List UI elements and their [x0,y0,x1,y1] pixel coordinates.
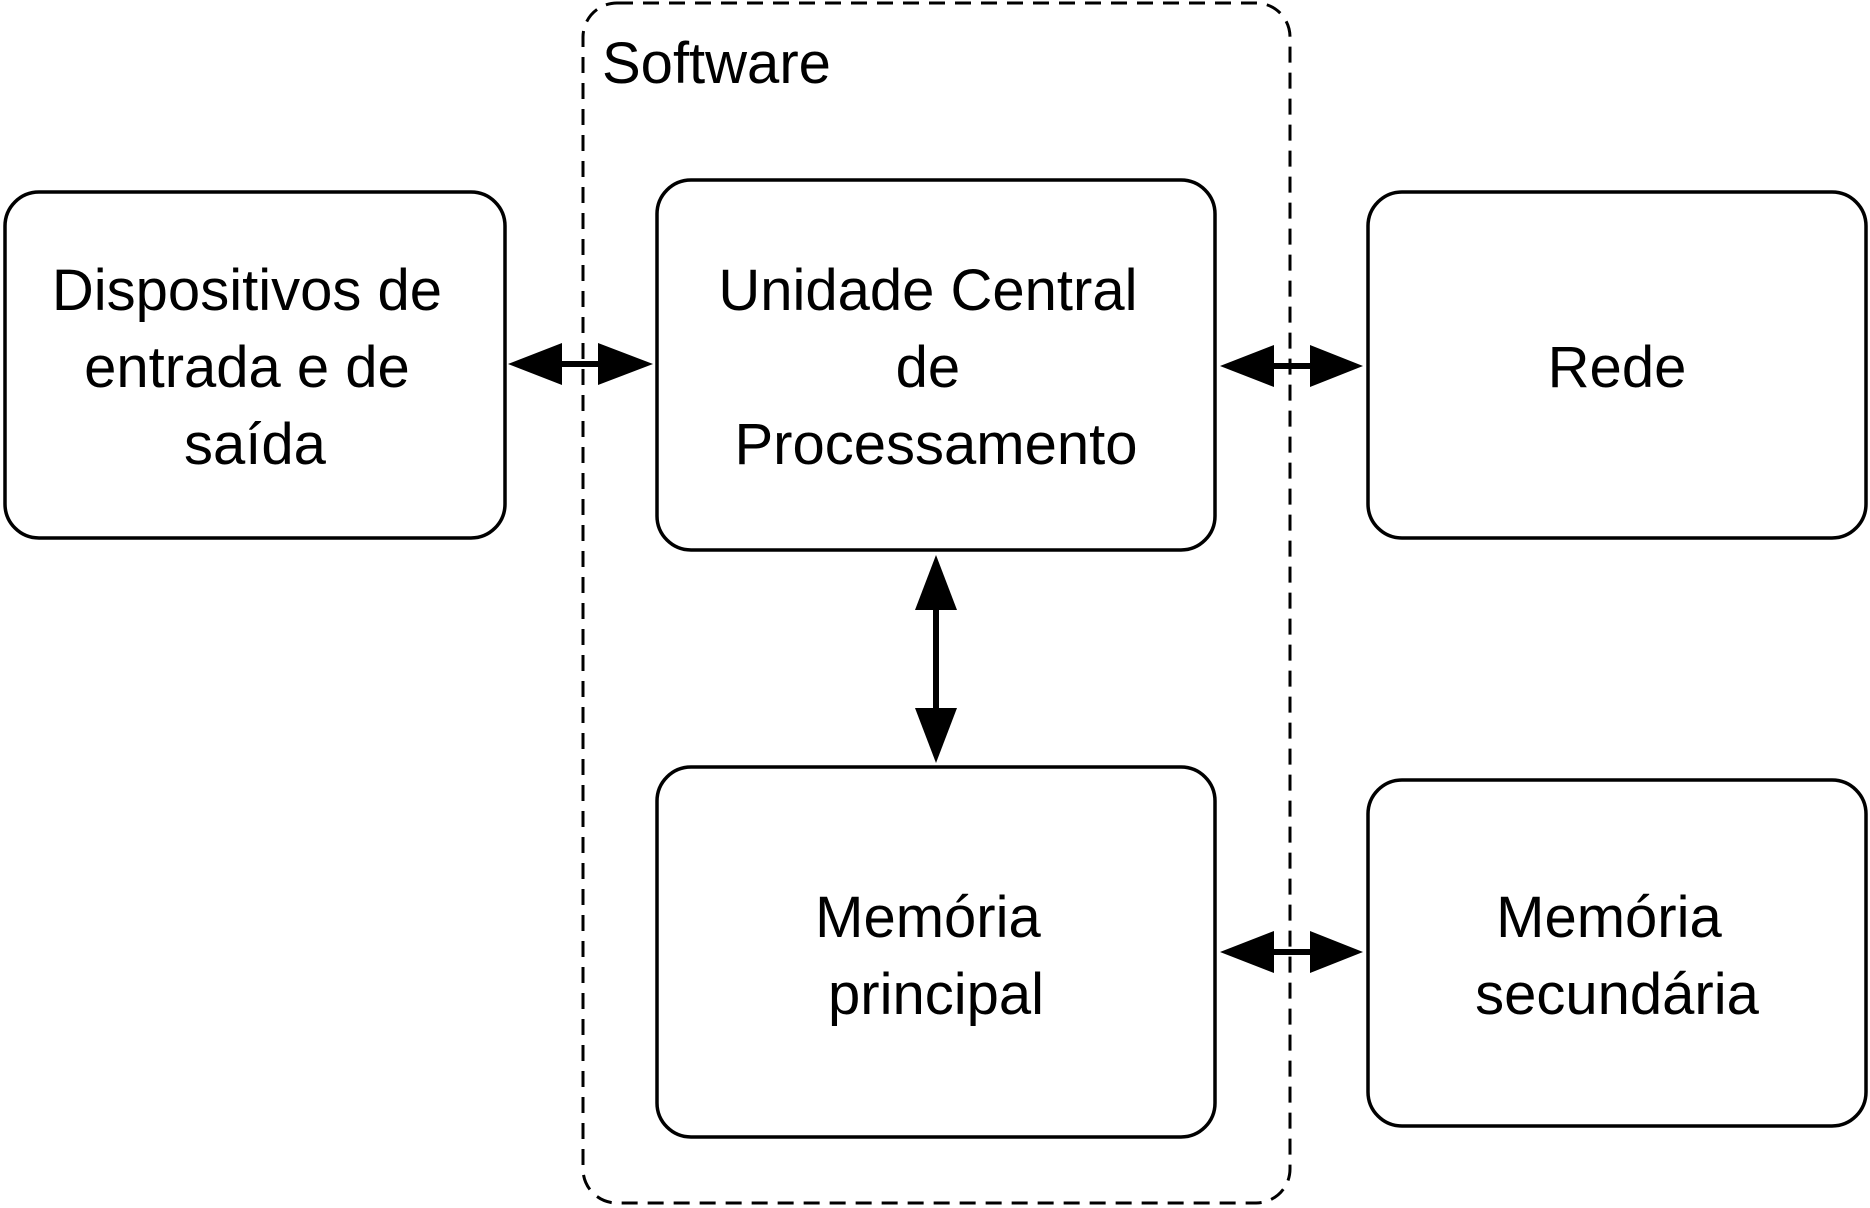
node-cpu-label: Unidade Central de Processamento [718,258,1153,477]
connector-cpu-network [1220,345,1363,387]
arrowhead-right-icon [1310,345,1363,387]
arrowhead-right-icon [1310,931,1363,973]
node-label-line: de [896,335,961,400]
node-main-memory-label: Memória principal [815,885,1057,1027]
software-group-border [581,1,1292,1205]
node-label-line: Dispositivos de [52,258,442,323]
node-main-memory-box [655,765,1217,1139]
node-label-line: Unidade Central [718,258,1137,323]
node-network: Rede [1366,190,1868,540]
arrowhead-left-icon [1220,931,1274,973]
node-label-line: Rede [1548,335,1687,400]
node-label-line: Memória [1496,885,1722,950]
node-label-line: principal [828,962,1044,1027]
node-io-devices-label: Dispositivos de entrada e de saída [52,258,458,477]
node-label-line: entrada e de [84,335,410,400]
arrowhead-down-icon [915,708,957,763]
node-io-devices-box [3,190,507,540]
node-label-line: saída [184,412,327,477]
node-secondary-memory-box [1366,778,1868,1128]
node-secondary-memory: Memória secundária [1366,778,1868,1128]
node-network-label: Rede [1548,335,1687,400]
software-group-label: Software [602,31,831,96]
node-secondary-memory-label: Memória secundária [1475,885,1759,1027]
node-cpu: Unidade Central de Processamento [655,178,1217,552]
node-label-line: Processamento [735,412,1138,477]
node-cpu-box [655,178,1217,552]
connector-cpu-main-memory [915,555,957,763]
node-network-box [1366,190,1868,540]
arrowhead-up-icon [915,555,957,610]
node-io-devices: Dispositivos de entrada e de saída [3,190,507,540]
node-label-line: Memória [815,885,1041,950]
software-group: Software [581,1,1292,1205]
arrowhead-right-icon [598,343,653,385]
arrowhead-left-icon [508,343,562,385]
arrowhead-left-icon [1220,345,1274,387]
connector-io-cpu [508,343,653,385]
node-label-line: secundária [1475,962,1759,1027]
connector-main-secondary-memory [1220,931,1363,973]
node-main-memory: Memória principal [655,765,1217,1139]
